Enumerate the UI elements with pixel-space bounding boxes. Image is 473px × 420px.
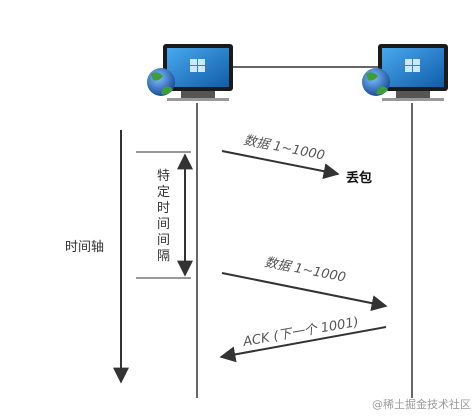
packet-loss-label: 丢包 bbox=[346, 170, 372, 186]
interval-label-char: 定 bbox=[157, 185, 170, 200]
interval-label: 特 定 时 间 间 隔 bbox=[157, 169, 170, 264]
data-message-2-arrow bbox=[221, 272, 388, 312]
data-message-1-label: 数据 1~1000 bbox=[242, 133, 326, 163]
interval-label-char: 时 bbox=[157, 201, 170, 216]
computer-icon bbox=[147, 44, 233, 101]
interval-label-char: 特 bbox=[157, 169, 170, 184]
ack-message-label: ACK (下一个 1001) bbox=[241, 315, 360, 350]
interval-label-char: 隔 bbox=[157, 249, 170, 264]
data-message-1-arrow bbox=[221, 150, 340, 180]
data-message-2-label: 数据 1~1000 bbox=[263, 255, 347, 285]
interval-label-char: 间 bbox=[157, 233, 170, 248]
time-axis-label: 时间轴 bbox=[65, 240, 104, 255]
ack-message-arrow bbox=[219, 326, 387, 363]
watermark: @稀土掘金技术社区 bbox=[372, 397, 471, 411]
interval-label-char: 间 bbox=[157, 217, 170, 232]
computer-icon bbox=[362, 44, 448, 101]
